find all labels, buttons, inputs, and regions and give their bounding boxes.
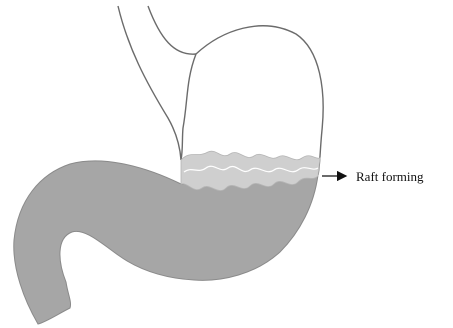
stomach-outline: [181, 26, 323, 175]
raft-forming-label: Raft forming: [356, 169, 424, 184]
